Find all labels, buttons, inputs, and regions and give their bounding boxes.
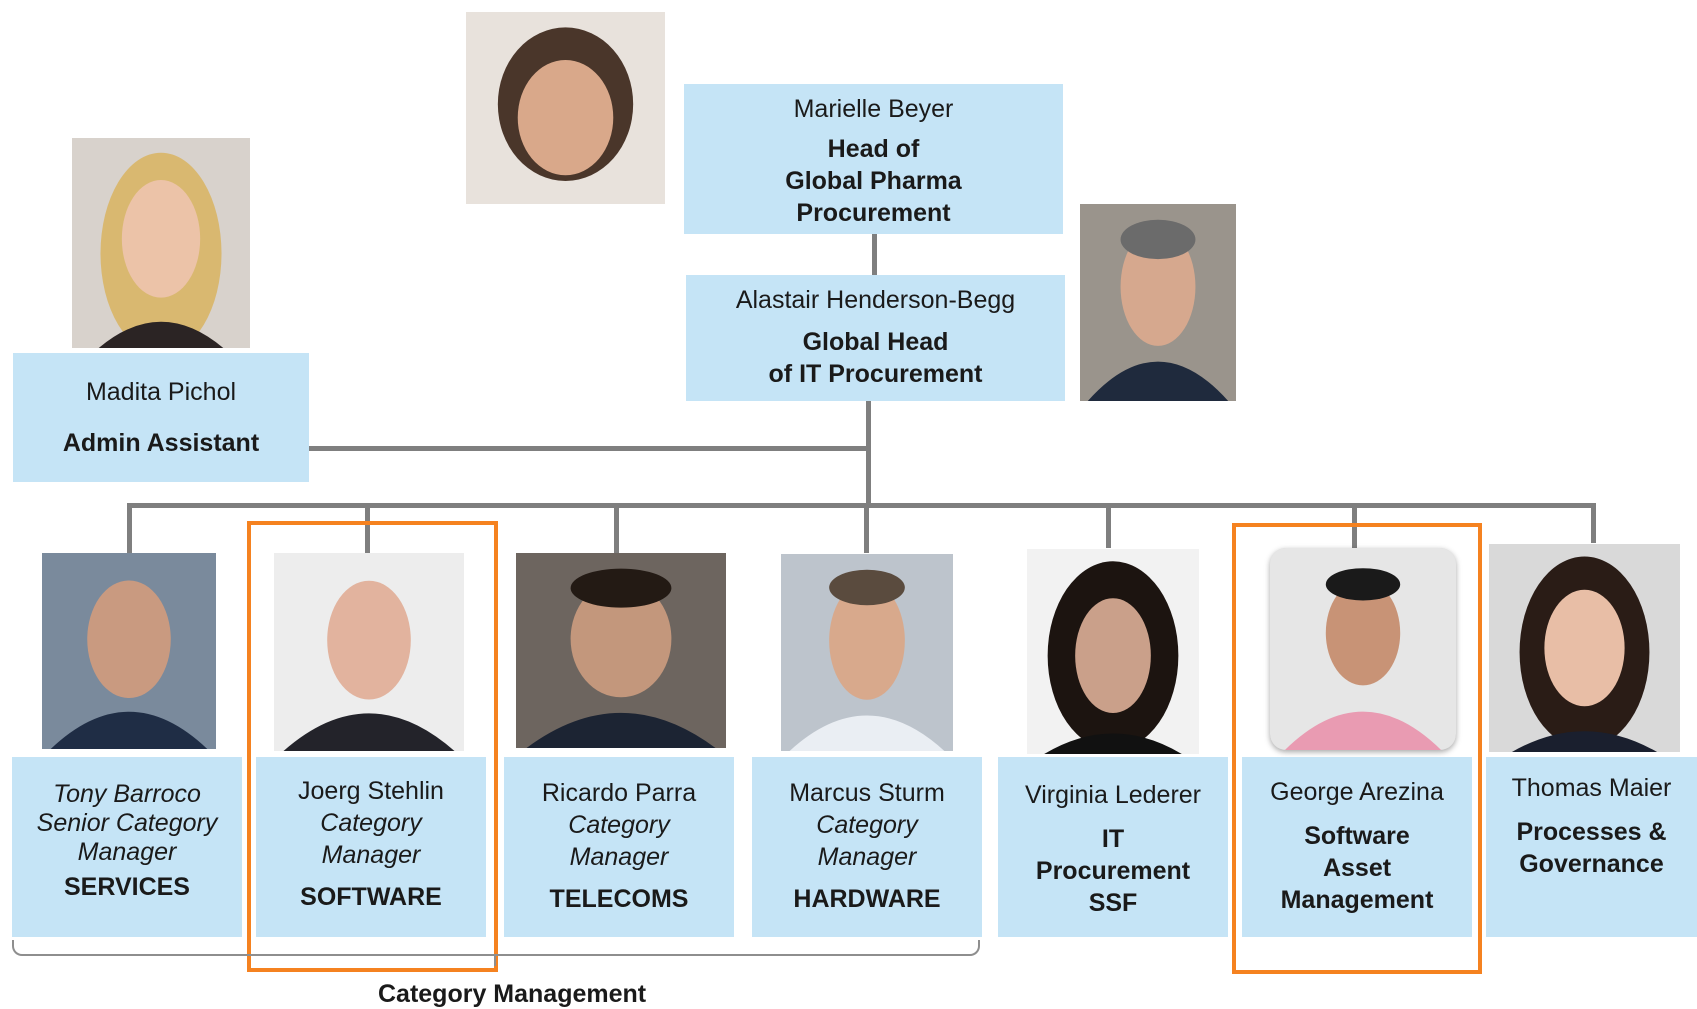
assistant-box: Madita Pichol Admin Assistant [13, 353, 309, 482]
team-name: Virginia Lederer [1024, 781, 1202, 809]
team-name: Marcus Sturm [789, 779, 945, 807]
team-area: TELECOMS [549, 885, 689, 913]
team-photo-3 [516, 553, 726, 748]
team-name: Joerg Stehlin [298, 777, 444, 805]
person-silhouette-icon [781, 554, 953, 751]
connector-head-to-it [872, 233, 877, 278]
team-area-line: SSF [1088, 889, 1138, 917]
team-area-line: Governance [1519, 850, 1664, 878]
team-name: George Arezina [1270, 778, 1444, 806]
team-subtitle-line: Manager [321, 841, 421, 869]
team-subtitle-line: Category [568, 811, 670, 839]
connector-team-bar [127, 503, 1596, 508]
team-photo-4 [781, 554, 953, 751]
team-area-line: Procurement [1035, 857, 1191, 885]
team-subtitle-line: Category [320, 809, 422, 837]
category-management-bracket [12, 940, 980, 956]
connector-drop-3 [614, 503, 619, 553]
person-silhouette-icon [42, 553, 216, 749]
assistant-photo [72, 138, 250, 348]
team-photo-1 [42, 553, 216, 749]
team-box-4: Marcus Sturm Category Manager HARDWARE [752, 757, 982, 937]
team-subtitle-line: Category [816, 811, 918, 839]
team-photo-7 [1489, 544, 1680, 752]
it-head-role-line: Global Head [802, 328, 949, 357]
team-box-6: George Arezina Software Asset Management [1242, 757, 1472, 937]
person-silhouette-icon [466, 12, 665, 204]
person-silhouette-icon [1489, 544, 1680, 752]
connector-drop-1 [127, 503, 132, 553]
connector-drop-4 [864, 503, 869, 553]
person-silhouette-icon [1270, 548, 1456, 750]
team-area: SOFTWARE [300, 883, 442, 911]
team-subtitle-line: Manager [77, 838, 177, 866]
team-box-5: Virginia Lederer IT Procurement SSF [998, 757, 1228, 937]
team-photo-5 [1027, 549, 1199, 754]
connector-drop-5 [1106, 503, 1111, 548]
assistant-name: Madita Pichol [85, 378, 237, 406]
team-subtitle-line: Senior Category [36, 809, 218, 837]
team-area: HARDWARE [793, 885, 941, 913]
assistant-role: Admin Assistant [62, 429, 260, 458]
head-box: Marielle Beyer Head of Global Pharma Pro… [684, 84, 1063, 234]
it-head-photo [1080, 204, 1236, 401]
connector-drop-7 [1591, 503, 1596, 543]
team-name: Tony Barroco [53, 780, 201, 808]
team-name: Ricardo Parra [541, 779, 697, 807]
team-photo-6 [1270, 548, 1456, 750]
team-area-line: Management [1280, 886, 1434, 914]
connector-assistant [308, 446, 870, 451]
it-head-box: Alastair Henderson-Begg Global Head of I… [686, 275, 1065, 401]
head-role-line: Global Pharma [785, 167, 962, 196]
connector-drop-2 [365, 503, 370, 553]
team-box-3: Ricardo Parra Category Manager TELECOMS [504, 757, 734, 937]
person-silhouette-icon [72, 138, 250, 348]
head-role-line: Head of [827, 135, 920, 164]
team-area-line: Software [1304, 822, 1410, 850]
team-subtitle-line: Manager [817, 843, 917, 871]
bracket-tick [494, 954, 496, 966]
team-area-line: Asset [1322, 854, 1392, 882]
person-silhouette-icon [1080, 204, 1236, 401]
team-area-line: IT [1101, 825, 1125, 853]
person-silhouette-icon [516, 553, 726, 748]
team-photo-2 [274, 553, 464, 751]
head-role-line: Procurement [796, 199, 951, 228]
head-name: Marielle Beyer [793, 95, 954, 123]
category-management-label: Category Management [378, 980, 647, 1008]
it-head-role-line: of IT Procurement [768, 360, 983, 389]
team-area: SERVICES [64, 873, 190, 901]
it-head-name: Alastair Henderson-Begg [735, 286, 1016, 314]
person-silhouette-icon [274, 553, 464, 751]
team-area-line: Processes & [1516, 818, 1667, 846]
team-name: Thomas Maier [1511, 774, 1672, 802]
person-silhouette-icon [1027, 549, 1199, 754]
team-box-2: Joerg Stehlin Category Manager SOFTWARE [256, 757, 486, 937]
head-photo [466, 12, 665, 204]
team-subtitle-line: Manager [569, 843, 669, 871]
connector-it-down [866, 400, 871, 505]
team-box-1: Tony Barroco Senior Category Manager SER… [12, 757, 242, 937]
highlight-frame-asset-management [1232, 523, 1482, 974]
team-box-7: Thomas Maier Processes & Governance [1486, 757, 1697, 937]
highlight-frame-software [247, 521, 498, 972]
